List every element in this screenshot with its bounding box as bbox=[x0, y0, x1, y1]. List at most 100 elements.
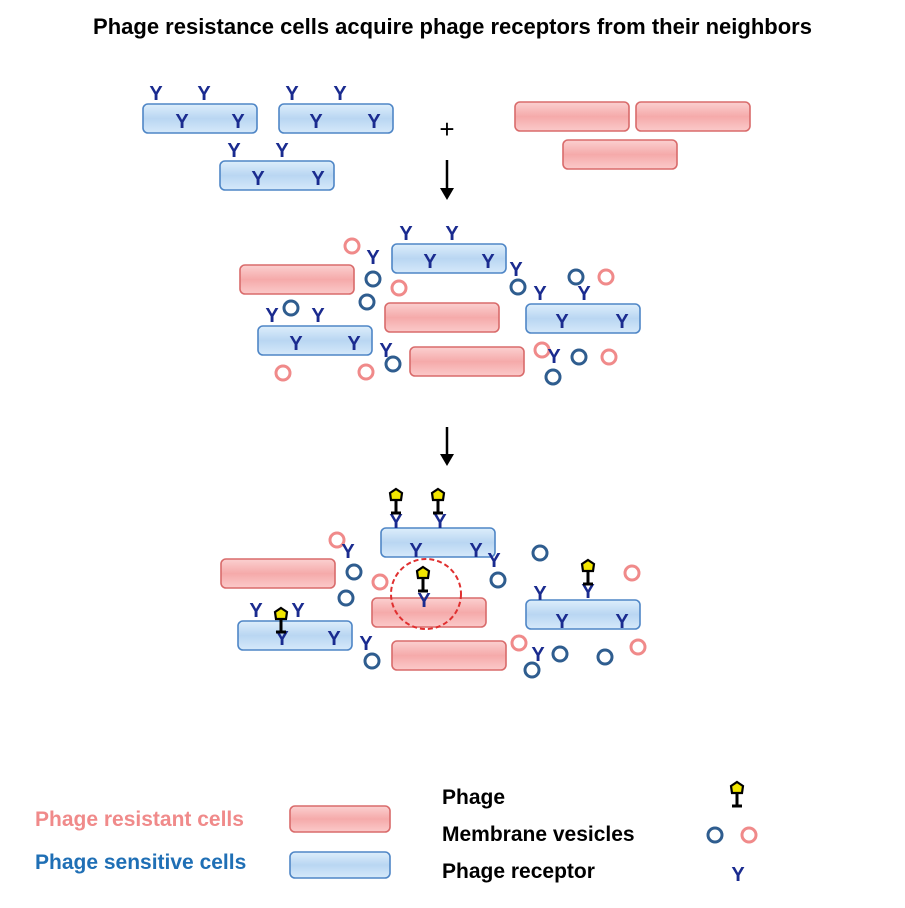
phage-receptor-icon: Y bbox=[445, 223, 459, 245]
resistant-cell bbox=[239, 264, 355, 295]
phage-receptor-icon: Y bbox=[731, 864, 745, 886]
phage-receptor-icon: Y bbox=[249, 600, 263, 622]
legend-resistant-label: Phage resistant cells bbox=[35, 808, 244, 831]
legend-sensitive-label: Phage sensitive cells bbox=[35, 851, 247, 874]
phage-receptor-icon: Y bbox=[311, 168, 325, 190]
phage-receptor-icon: Y bbox=[251, 168, 265, 190]
vesicle-blue-icon bbox=[282, 299, 300, 317]
vesicle-blue-icon bbox=[523, 661, 541, 679]
arrow-step-2 bbox=[440, 427, 454, 466]
highlight-circle bbox=[390, 558, 462, 630]
phage-receptor-icon: Y bbox=[333, 83, 347, 105]
figure-title: Phage resistance cells acquire phage rec… bbox=[93, 14, 812, 39]
phage-receptor-icon: Y bbox=[577, 283, 591, 305]
phage-icon bbox=[729, 780, 745, 808]
vesicle-pink-icon bbox=[623, 564, 641, 582]
phage-receptor-icon: Y bbox=[265, 305, 279, 327]
vesicle-blue-icon bbox=[363, 652, 381, 670]
vesicle-blue-icon bbox=[596, 648, 614, 666]
phage-receptor-icon: Y bbox=[433, 511, 447, 533]
vesicle-blue-icon bbox=[531, 544, 549, 562]
phage-receptor-icon: Y bbox=[531, 644, 545, 666]
vesicle-blue-icon bbox=[358, 293, 376, 311]
vesicle-blue-icon bbox=[364, 270, 382, 288]
vesicle-pink-icon bbox=[357, 363, 375, 381]
vesicle-pink-icon bbox=[343, 237, 361, 255]
phage-receptor-icon: Y bbox=[615, 611, 629, 633]
sensitive-cell bbox=[237, 620, 353, 651]
vesicle-blue-icon bbox=[345, 563, 363, 581]
vesicle-blue-icon bbox=[706, 826, 724, 844]
phage-receptor-icon: Y bbox=[275, 140, 289, 162]
resistant-cell bbox=[384, 302, 500, 333]
vesicle-blue-icon bbox=[337, 589, 355, 607]
phage-receptor-icon: Y bbox=[175, 111, 189, 133]
phage-receptor-icon: Y bbox=[389, 511, 403, 533]
phage-receptor-icon: Y bbox=[423, 251, 437, 273]
phage-receptor-icon: Y bbox=[409, 540, 423, 562]
sensitive-cell bbox=[380, 527, 496, 558]
phage-icon bbox=[430, 487, 446, 515]
vesicle-blue-icon bbox=[384, 355, 402, 373]
plus-sign: + bbox=[439, 114, 454, 144]
resistant-cell bbox=[220, 558, 336, 589]
phage-receptor-icon: Y bbox=[285, 83, 299, 105]
legend-vesicles-label: Membrane vesicles bbox=[442, 823, 635, 846]
sensitive-cell bbox=[219, 160, 335, 191]
vesicle-pink-icon bbox=[597, 268, 615, 286]
sensitive-cell bbox=[257, 325, 373, 356]
phage-receptor-icon: Y bbox=[231, 111, 245, 133]
legend-phage-label: Phage bbox=[442, 786, 506, 809]
phage-receptor-icon: Y bbox=[487, 550, 501, 572]
vesicle-blue-icon bbox=[509, 278, 527, 296]
vesicle-blue-icon bbox=[567, 268, 585, 286]
sensitive-cell bbox=[278, 103, 394, 134]
phage-receptor-icon: Y bbox=[547, 346, 561, 368]
resistant-cell bbox=[371, 597, 487, 628]
vesicle-pink-icon bbox=[600, 348, 618, 366]
phage-receptor-icon: Y bbox=[417, 590, 431, 612]
resistant-cell bbox=[409, 346, 525, 377]
phage-receptor-icon: Y bbox=[367, 111, 381, 133]
phage-receptor-icon: Y bbox=[347, 333, 361, 355]
phage-receptor-icon: Y bbox=[366, 247, 380, 269]
legend-receptor-label: Phage receptor bbox=[442, 860, 595, 883]
resistant-cell bbox=[514, 101, 630, 132]
resistant-cell bbox=[562, 139, 678, 170]
legend-sensitive-swatch bbox=[289, 851, 391, 879]
vesicle-blue-icon bbox=[570, 348, 588, 366]
arrow-step-1 bbox=[440, 160, 454, 200]
phage-receptor-icon: Y bbox=[469, 540, 483, 562]
phage-icon bbox=[388, 487, 404, 515]
phage-receptor-icon: Y bbox=[149, 83, 163, 105]
vesicle-pink-icon bbox=[510, 634, 528, 652]
vesicle-pink-icon bbox=[328, 531, 346, 549]
phage-icon bbox=[273, 606, 289, 634]
vesicle-pink-icon bbox=[740, 826, 758, 844]
vesicle-blue-icon bbox=[551, 645, 569, 663]
phage-receptor-icon: Y bbox=[555, 611, 569, 633]
phage-receptor-icon: Y bbox=[581, 581, 595, 603]
phage-receptor-icon: Y bbox=[481, 251, 495, 273]
phage-receptor-icon: Y bbox=[311, 305, 325, 327]
phage-receptor-icon: Y bbox=[555, 311, 569, 333]
phage-receptor-icon: Y bbox=[533, 283, 547, 305]
phage-receptor-icon: Y bbox=[341, 541, 355, 563]
resistant-cell bbox=[391, 640, 507, 671]
phage-receptor-icon: Y bbox=[309, 111, 323, 133]
vesicle-blue-icon bbox=[489, 571, 507, 589]
phage-receptor-icon: Y bbox=[533, 583, 547, 605]
phage-icon bbox=[580, 558, 596, 586]
vesicle-pink-icon bbox=[533, 341, 551, 359]
resistant-cell bbox=[635, 101, 751, 132]
phage-receptor-icon: Y bbox=[379, 340, 393, 362]
phage-icon bbox=[415, 565, 431, 593]
vesicle-pink-icon bbox=[371, 573, 389, 591]
sensitive-cell bbox=[142, 103, 258, 134]
sensitive-cell bbox=[525, 599, 641, 630]
phage-receptor-icon: Y bbox=[327, 628, 341, 650]
vesicle-pink-icon bbox=[629, 638, 647, 656]
phage-receptor-icon: Y bbox=[615, 311, 629, 333]
legend-resistant-swatch bbox=[289, 805, 391, 833]
sensitive-cell bbox=[391, 243, 507, 274]
